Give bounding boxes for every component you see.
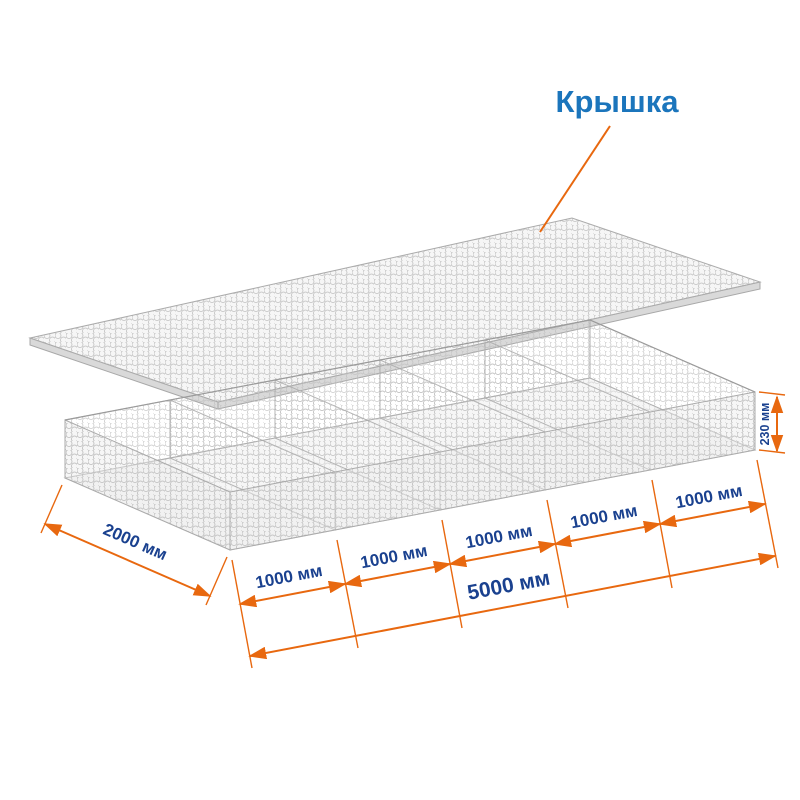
extension-line bbox=[758, 391, 786, 396]
extension-line bbox=[546, 499, 569, 609]
height-label: 230 мм bbox=[758, 403, 772, 446]
dim-width-line bbox=[43, 523, 212, 597]
callout: Крышка bbox=[539, 84, 680, 233]
box-front-wall-mesh bbox=[229, 391, 756, 551]
segment-length-label: 1000 мм bbox=[674, 481, 744, 512]
box bbox=[63, 319, 757, 551]
lid-callout-label: Крышка bbox=[556, 84, 680, 119]
dim-segment-line bbox=[658, 500, 767, 528]
segment-length-label: 1000 мм bbox=[464, 521, 534, 552]
segment-length-label: 1000 мм bbox=[359, 541, 429, 572]
segment-length-label: 1000 мм bbox=[569, 501, 639, 532]
extension-line bbox=[651, 479, 673, 589]
segment-length-label: 1000 мм bbox=[254, 561, 324, 592]
extension-line bbox=[441, 519, 463, 629]
box-top-rim bbox=[64, 319, 756, 421]
extension-line bbox=[756, 459, 779, 569]
dim-segment-line bbox=[553, 520, 662, 548]
total-length-label: 5000 мм bbox=[466, 566, 552, 604]
extension-line bbox=[758, 449, 786, 454]
callout-leader-line bbox=[539, 125, 611, 233]
extension-line bbox=[336, 539, 359, 649]
width-label: 2000 мм bbox=[100, 520, 170, 565]
dimension-lines bbox=[40, 391, 786, 669]
extension-line bbox=[205, 556, 228, 606]
extension-line bbox=[231, 559, 253, 669]
dim-total-line bbox=[248, 552, 777, 660]
lid-mesh-face bbox=[28, 217, 762, 403]
